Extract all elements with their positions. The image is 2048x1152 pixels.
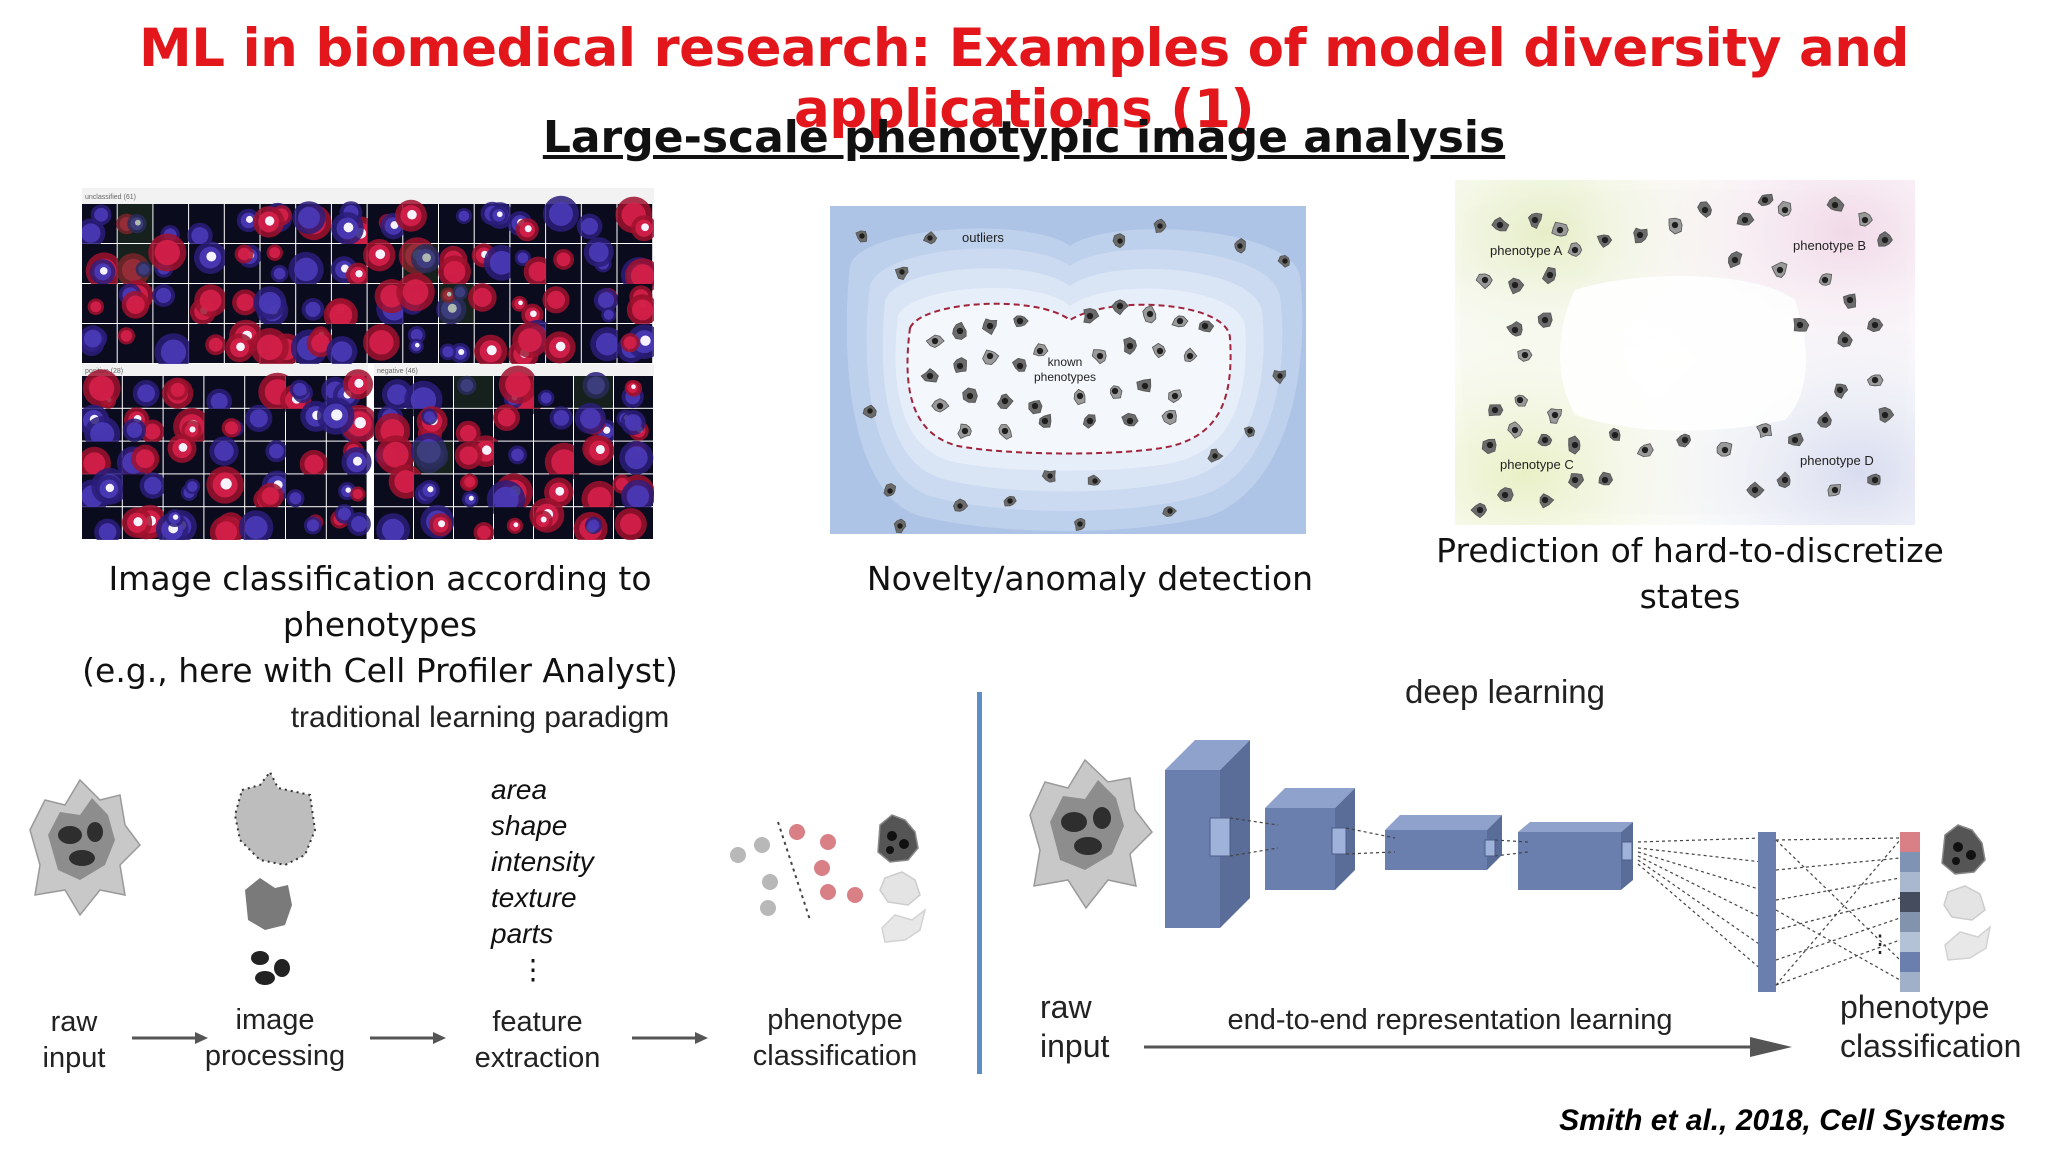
phenotype-d-label: phenotype D bbox=[1800, 453, 1874, 468]
deep-light-cell-icon bbox=[1943, 885, 1986, 921]
feature-extraction-label: feature extraction bbox=[455, 1004, 620, 1076]
dense-layer bbox=[1758, 832, 1776, 992]
phenotype-a-label: phenotype A bbox=[1490, 243, 1563, 258]
slide-title: ML in biomedical research: Examples of m… bbox=[139, 18, 1909, 140]
slide-subtitle: Large-scale phenotypic image analysis bbox=[542, 112, 1506, 163]
feature-ellipsis: ⋮ bbox=[519, 954, 547, 985]
states-image: phenotype A phenotype B phenotype C phen… bbox=[1455, 180, 1915, 525]
output-vector bbox=[1900, 832, 1920, 992]
states-caption: Prediction of hard-to-discretize states bbox=[1436, 531, 1944, 616]
nucleus-mask-icon bbox=[251, 951, 290, 985]
phenotype-b-label: phenotype B bbox=[1793, 238, 1866, 253]
states-map: phenotype A phenotype B phenotype C phen… bbox=[1455, 180, 1915, 525]
deep-raw-input-line1: raw bbox=[1040, 989, 1092, 1025]
image-processing-line1: image bbox=[235, 1004, 315, 1036]
decision-boundary bbox=[777, 821, 811, 921]
classified-light-cell-icon bbox=[879, 871, 921, 906]
deep-classification-line1: phenotype bbox=[1840, 989, 1990, 1025]
traditional-heading: traditional learning paradigm bbox=[290, 701, 670, 734]
segmentation-mask-icon bbox=[245, 878, 292, 930]
deep-pipeline: ⋮ bbox=[1029, 740, 1992, 992]
deep-output-ellipsis: ⋮ bbox=[1868, 931, 1892, 958]
trad-classification-line2: classification bbox=[752, 1040, 918, 1072]
trad-raw-input-line1: raw bbox=[50, 1006, 98, 1038]
section-divider bbox=[977, 692, 982, 1074]
dense-connections bbox=[1775, 837, 1901, 986]
arrow-features-to-classification bbox=[632, 1032, 708, 1044]
microscopy-grid: unclassified (61) positive (28) negative… bbox=[82, 188, 654, 540]
deep-heading: deep learning bbox=[1405, 673, 1605, 710]
feature-item: shape bbox=[491, 810, 568, 841]
deep-raw-input-line2: input bbox=[1040, 1028, 1110, 1064]
classified-dark-cell-icon bbox=[877, 814, 919, 863]
deep-classification-label: phenotype classification bbox=[1840, 988, 2040, 1066]
classification-caption-line1: Image classification according to phenot… bbox=[108, 559, 652, 644]
feature-item: intensity bbox=[491, 846, 594, 877]
image-processing-line2: processing bbox=[204, 1040, 346, 1072]
feature-item: texture bbox=[491, 882, 577, 913]
image-processing-label: image processing bbox=[190, 1002, 360, 1074]
trad-raw-input-line2: input bbox=[42, 1042, 106, 1074]
deep-raw-input-label: raw input bbox=[1040, 988, 1130, 1066]
label-negative: negative (46) bbox=[377, 368, 418, 375]
deep-dark-cell-icon bbox=[1941, 824, 1986, 875]
classification-caption: Image classification according to phenot… bbox=[20, 556, 740, 694]
known-label-1: known bbox=[1048, 355, 1083, 369]
end-to-end-arrow-line bbox=[1144, 1037, 1792, 1057]
arrow-processing-to-features bbox=[370, 1032, 446, 1044]
feature-extraction-line1: feature bbox=[492, 1006, 583, 1038]
trad-classification-label: phenotype classification bbox=[730, 1002, 940, 1074]
cnn-layer-2 bbox=[1265, 788, 1355, 890]
citation: Smith et al., 2018, Cell Systems bbox=[1559, 1104, 2006, 1137]
novelty-contour-map: outliers known phenotypes bbox=[830, 206, 1306, 534]
outliers-label: outliers bbox=[962, 230, 1004, 245]
feature-item: parts bbox=[491, 918, 554, 949]
trad-classification-line1: phenotype bbox=[767, 1004, 903, 1036]
classification-caption-line2: (e.g., here with Cell Profiler Analyst) bbox=[82, 651, 678, 690]
feature-list: area shape intensity texture parts ⋮ bbox=[491, 772, 651, 988]
deep-faint-cell-icon bbox=[1944, 925, 1992, 961]
cnn-layer-3 bbox=[1385, 815, 1502, 870]
feature-extraction-line2: extraction bbox=[474, 1042, 601, 1074]
cnn-layer-4 bbox=[1518, 822, 1633, 890]
raw-input-cell-icon bbox=[29, 778, 141, 917]
classification-scatter bbox=[730, 824, 863, 916]
feature-item: area bbox=[491, 774, 548, 805]
deep-classification-line2: classification bbox=[1840, 1028, 2022, 1064]
known-label-2: phenotypes bbox=[1034, 370, 1096, 384]
segmentation-outline-icon bbox=[233, 770, 317, 867]
trad-raw-input-label: raw input bbox=[22, 1004, 126, 1076]
novelty-caption: Novelty/anomaly detection bbox=[866, 559, 1314, 598]
layer-connections bbox=[1229, 817, 1763, 971]
classification-image: unclassified (61) positive (28) negative… bbox=[82, 188, 654, 540]
novelty-image: outliers known phenotypes bbox=[830, 206, 1306, 534]
end-to-end-label: end-to-end representation learning bbox=[1227, 1004, 1673, 1036]
cnn-layer-1 bbox=[1165, 740, 1250, 928]
classified-faint-cell-icon bbox=[881, 908, 927, 943]
traditional-pipeline bbox=[29, 770, 927, 1044]
arrow-raw-to-processing bbox=[132, 1032, 208, 1044]
deep-raw-input-cell-icon bbox=[1029, 758, 1153, 910]
label-unclassified: unclassified (61) bbox=[85, 194, 136, 201]
phenotype-c-label: phenotype C bbox=[1500, 457, 1574, 472]
